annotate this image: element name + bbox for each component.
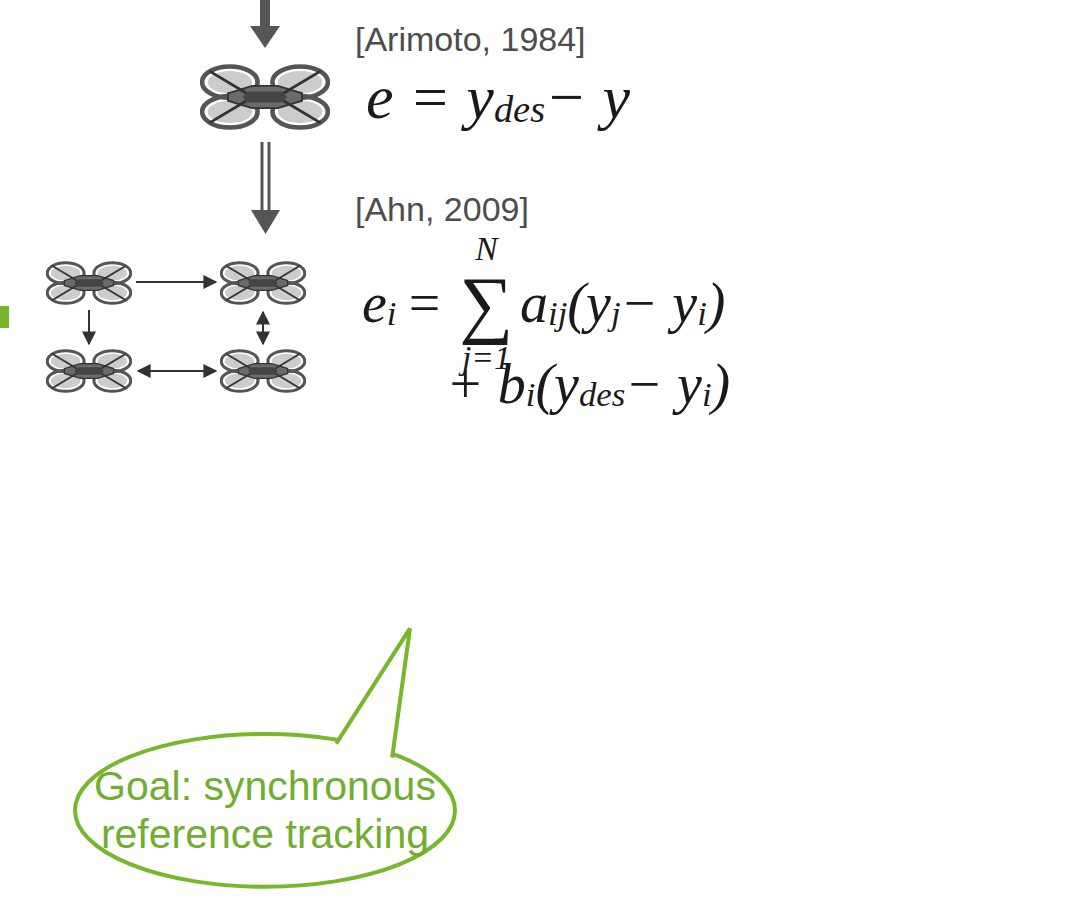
speech-bubble: Goal: synchronous reference tracking: [73, 732, 457, 889]
equation: + bi(ydes− yi): [446, 356, 730, 412]
equation-term: ): [712, 356, 731, 412]
subscript: des: [494, 90, 545, 128]
drone-icon: [47, 351, 131, 392]
drone-icon: [221, 351, 305, 392]
double-arrow: [251, 142, 280, 234]
equation-term: =: [409, 275, 441, 331]
subscript: i: [702, 378, 712, 413]
subscript: i: [697, 297, 707, 332]
citation-label: [Arimoto, 1984]: [355, 20, 586, 59]
equation-term: − y: [545, 66, 630, 128]
bubble-tail: [336, 628, 410, 757]
subscript: i: [526, 378, 536, 413]
citation-label: [Ahn, 2009]: [355, 190, 529, 229]
subscript: i: [387, 297, 397, 332]
equation-term: − y: [625, 356, 702, 412]
equation: ei=N∑j=1aij(yj− yi): [362, 232, 726, 375]
equation-term: e = y: [366, 66, 494, 128]
equation-term: ): [707, 275, 726, 331]
equation-term: a: [520, 275, 548, 331]
sum-symbol: ∑: [459, 266, 513, 342]
subscript: des: [579, 378, 625, 413]
subscript: ij: [548, 297, 567, 332]
subscript: j: [611, 297, 621, 332]
callout-text: Goal: synchronous reference tracking: [93, 762, 437, 859]
bubble-text-box: Goal: synchronous reference tracking: [73, 732, 457, 859]
equation-term: − y: [621, 275, 698, 331]
drone-icon: [221, 263, 305, 304]
equation: e = ydes− y: [366, 66, 630, 128]
link-arrow: [262, 312, 264, 344]
input-arrow: [250, 0, 280, 48]
equation-term: + b: [446, 356, 526, 412]
sum-limit: N: [475, 232, 497, 266]
link-arrow: [138, 370, 216, 372]
bubble-outline: [73, 732, 457, 889]
equation-term: e: [362, 275, 387, 331]
link-arrow: [136, 281, 216, 283]
sum-operator: N∑j=1: [459, 232, 513, 375]
equation-term: (y: [535, 356, 579, 412]
link-arrow: [88, 310, 90, 344]
drone-icon: [47, 263, 131, 304]
drone-icon: [202, 66, 328, 127]
accent-bar: [0, 306, 9, 328]
equation-term: (y: [567, 275, 611, 331]
